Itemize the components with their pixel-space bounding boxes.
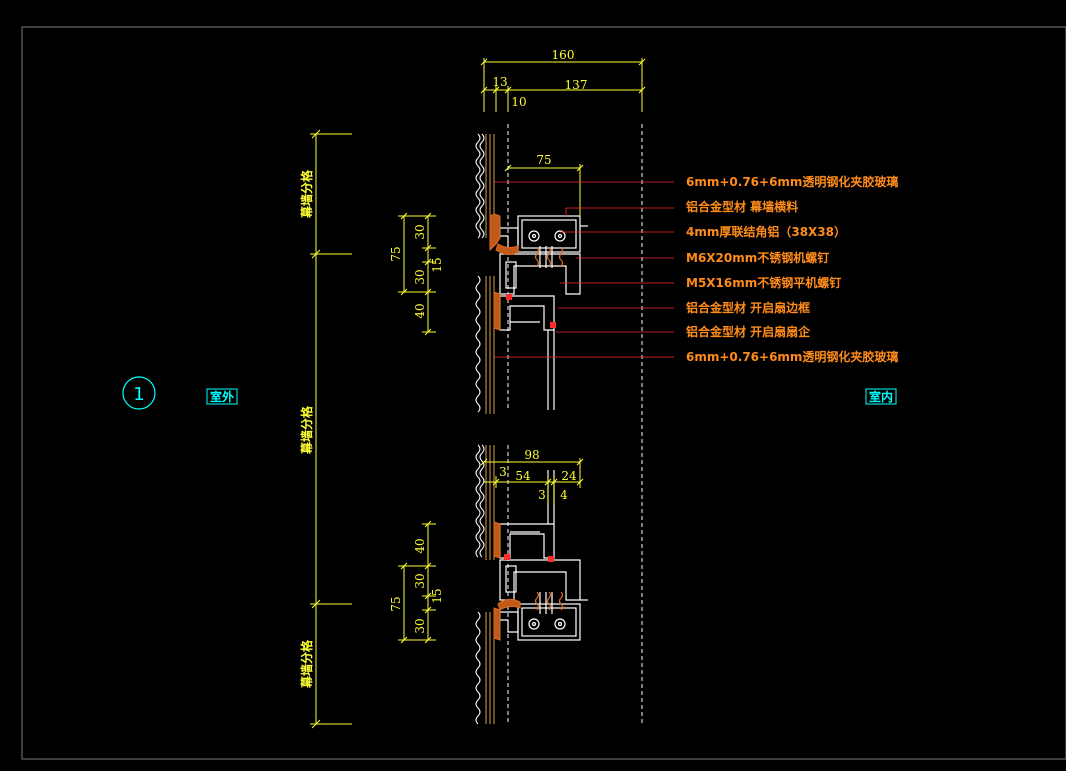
callout-sash-frame: 铝合金型材 开启扇边框 (686, 300, 810, 315)
callout-glass-bottom: 6mm+0.76+6mm透明钢化夹胶玻璃 (686, 349, 898, 364)
lower-screws (534, 591, 564, 611)
callout-leaders (494, 181, 674, 358)
dim-upper-40: 40 (413, 303, 427, 318)
dim-overall-width: 160 (552, 48, 575, 62)
top-dimensions (480, 58, 646, 112)
detail-number: 1 (133, 384, 144, 405)
dim-upper-30a: 30 (413, 224, 427, 239)
dim-lower-30b: 30 (413, 618, 427, 633)
detail-marker: 1 (122, 376, 156, 410)
callout-sash-mullion: 铝合金型材 开启扇扇企 (686, 324, 811, 339)
dim-upper-15: 15 (430, 257, 444, 272)
glass-edge-hatch (475, 133, 485, 725)
upper-dimensions (398, 164, 584, 336)
dim-13: 13 (492, 75, 507, 89)
dim-lower-24: 24 (561, 469, 577, 483)
upper-screws (534, 247, 564, 267)
svg-text:室内: 室内 (869, 389, 893, 404)
outside-label: 室外 (206, 388, 238, 405)
inside-label: 室内 (865, 388, 897, 405)
lower-sealant (493, 521, 554, 641)
upper-sealant (489, 213, 556, 331)
dim-upper-30b: 30 (413, 269, 427, 284)
callout-glass-top: 6mm+0.76+6mm透明钢化夹胶玻璃 (686, 174, 898, 189)
dim-upper-75: 75 (389, 246, 403, 261)
division-label-top: 幕墙分格 (299, 169, 314, 219)
dim-lower-54: 54 (515, 469, 531, 483)
svg-text:室外: 室外 (210, 389, 234, 404)
callout-transom: 铝合金型材 幕墙横料 (686, 199, 798, 214)
dim-lower-30a: 30 (413, 573, 427, 588)
dim-lower-4: 4 (560, 488, 568, 502)
dim-lower-15: 15 (430, 588, 444, 603)
drawing-frame (21, 26, 1066, 760)
dim-lower-75: 75 (389, 596, 403, 611)
lower-dimensions (398, 458, 584, 644)
callout-m5-screw: M5X16mm不锈钢平机螺钉 (686, 275, 841, 290)
division-label-bottom: 幕墙分格 (299, 639, 314, 689)
callout-m6-screw: M6X20mm不锈钢机螺钉 (686, 250, 829, 265)
dim-137: 137 (565, 78, 588, 92)
division-dimension (310, 129, 352, 729)
dim-10: 10 (511, 95, 526, 109)
division-label-middle: 幕墙分格 (299, 405, 314, 455)
dim-lower-40: 40 (413, 538, 427, 553)
dim-lower-3b: 3 (538, 488, 546, 502)
upper-joint-profiles (499, 215, 588, 410)
dim-lower-3: 3 (499, 465, 507, 479)
dim-lower-98: 98 (524, 448, 539, 462)
dim-upper-75-horizontal: 75 (536, 153, 551, 167)
callout-angle-aluminum: 4mm厚联结角铝（38X38） (686, 224, 846, 239)
wall-reference-lines (507, 124, 643, 724)
